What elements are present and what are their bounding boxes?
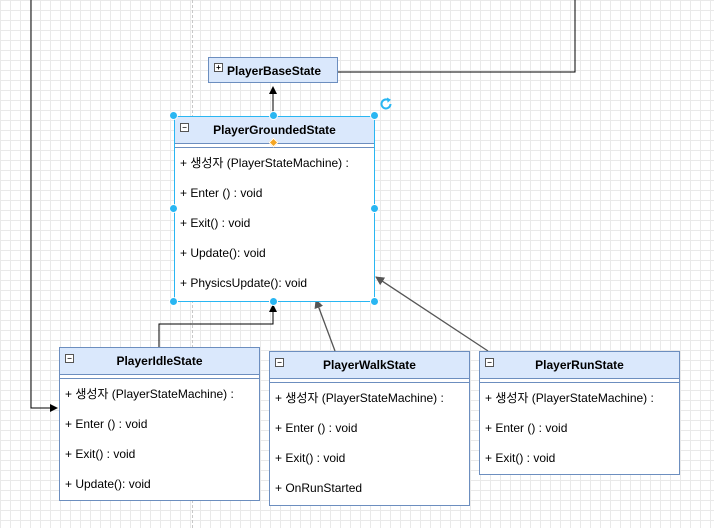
member-row[interactable]: + Enter () : void [180, 186, 263, 200]
member-row[interactable]: + 생성자 (PlayerStateMachine) : [275, 391, 444, 405]
member-row[interactable]: + Exit() : void [180, 216, 251, 230]
member-row[interactable]: + Enter () : void [485, 421, 568, 435]
member-row[interactable]: + Update(): void [65, 477, 151, 491]
member-row[interactable]: + 생성자 (PlayerStateMachine) : [65, 387, 234, 401]
class-header[interactable]: − PlayerIdleState [60, 348, 259, 375]
collapse-icon[interactable]: − [275, 358, 284, 367]
class-title: PlayerWalkState [323, 358, 416, 372]
connector-top-to-idle[interactable] [30, 0, 58, 412]
collapse-icon[interactable]: − [65, 354, 74, 363]
connector-walk-to-grounded[interactable] [314, 299, 336, 352]
class-player-idle-state[interactable]: − PlayerIdleState + 생성자 (PlayerStateMach… [59, 347, 260, 501]
divider [270, 379, 469, 383]
divider [60, 375, 259, 379]
class-title: PlayerGroundedState [213, 123, 336, 137]
member-row[interactable]: + Update(): void [180, 246, 266, 260]
resize-handle-w[interactable] [169, 204, 178, 213]
member-row[interactable]: + 생성자 (PlayerStateMachine) : [180, 156, 349, 170]
collapse-icon[interactable]: − [180, 123, 189, 132]
resize-handle-sw[interactable] [169, 297, 178, 306]
member-row[interactable]: + Exit() : void [485, 451, 556, 465]
divider [480, 379, 679, 383]
class-header[interactable]: − PlayerWalkState [270, 352, 469, 379]
class-title: PlayerRunState [535, 358, 624, 372]
member-row[interactable]: + PhysicsUpdate(): void [180, 276, 308, 290]
resize-handle-ne[interactable] [370, 111, 379, 120]
expand-icon[interactable]: + [214, 63, 223, 72]
class-player-base-state[interactable]: + PlayerBaseState [208, 57, 338, 83]
member-row[interactable]: + Exit() : void [65, 447, 136, 461]
class-title: PlayerIdleState [116, 354, 203, 368]
collapse-icon[interactable]: − [485, 358, 494, 367]
resize-handle-e[interactable] [370, 204, 379, 213]
class-header[interactable]: − PlayerRunState [480, 352, 679, 379]
resize-handle-n[interactable] [269, 111, 278, 120]
member-row[interactable]: + 생성자 (PlayerStateMachine) : [485, 391, 654, 405]
member-row[interactable]: + Exit() : void [275, 451, 346, 465]
connector-base-to-right[interactable] [338, 0, 576, 73]
connector-idle-to-grounded[interactable] [158, 304, 277, 347]
member-row[interactable]: + Enter () : void [65, 417, 148, 431]
class-player-walk-state[interactable]: − PlayerWalkState + 생성자 (PlayerStateMach… [269, 351, 470, 506]
rotate-icon[interactable] [378, 96, 394, 112]
resize-handle-se[interactable] [370, 297, 379, 306]
divider [175, 144, 374, 148]
resize-handle-nw[interactable] [169, 111, 178, 120]
member-row[interactable]: + OnRunStarted [275, 481, 363, 495]
class-player-run-state[interactable]: − PlayerRunState + 생성자 (PlayerStateMachi… [479, 351, 680, 475]
class-title: PlayerBaseState [227, 64, 322, 78]
member-row[interactable]: + Enter () : void [275, 421, 358, 435]
resize-handle-s[interactable] [269, 297, 278, 306]
connector-run-to-grounded[interactable] [375, 276, 489, 352]
